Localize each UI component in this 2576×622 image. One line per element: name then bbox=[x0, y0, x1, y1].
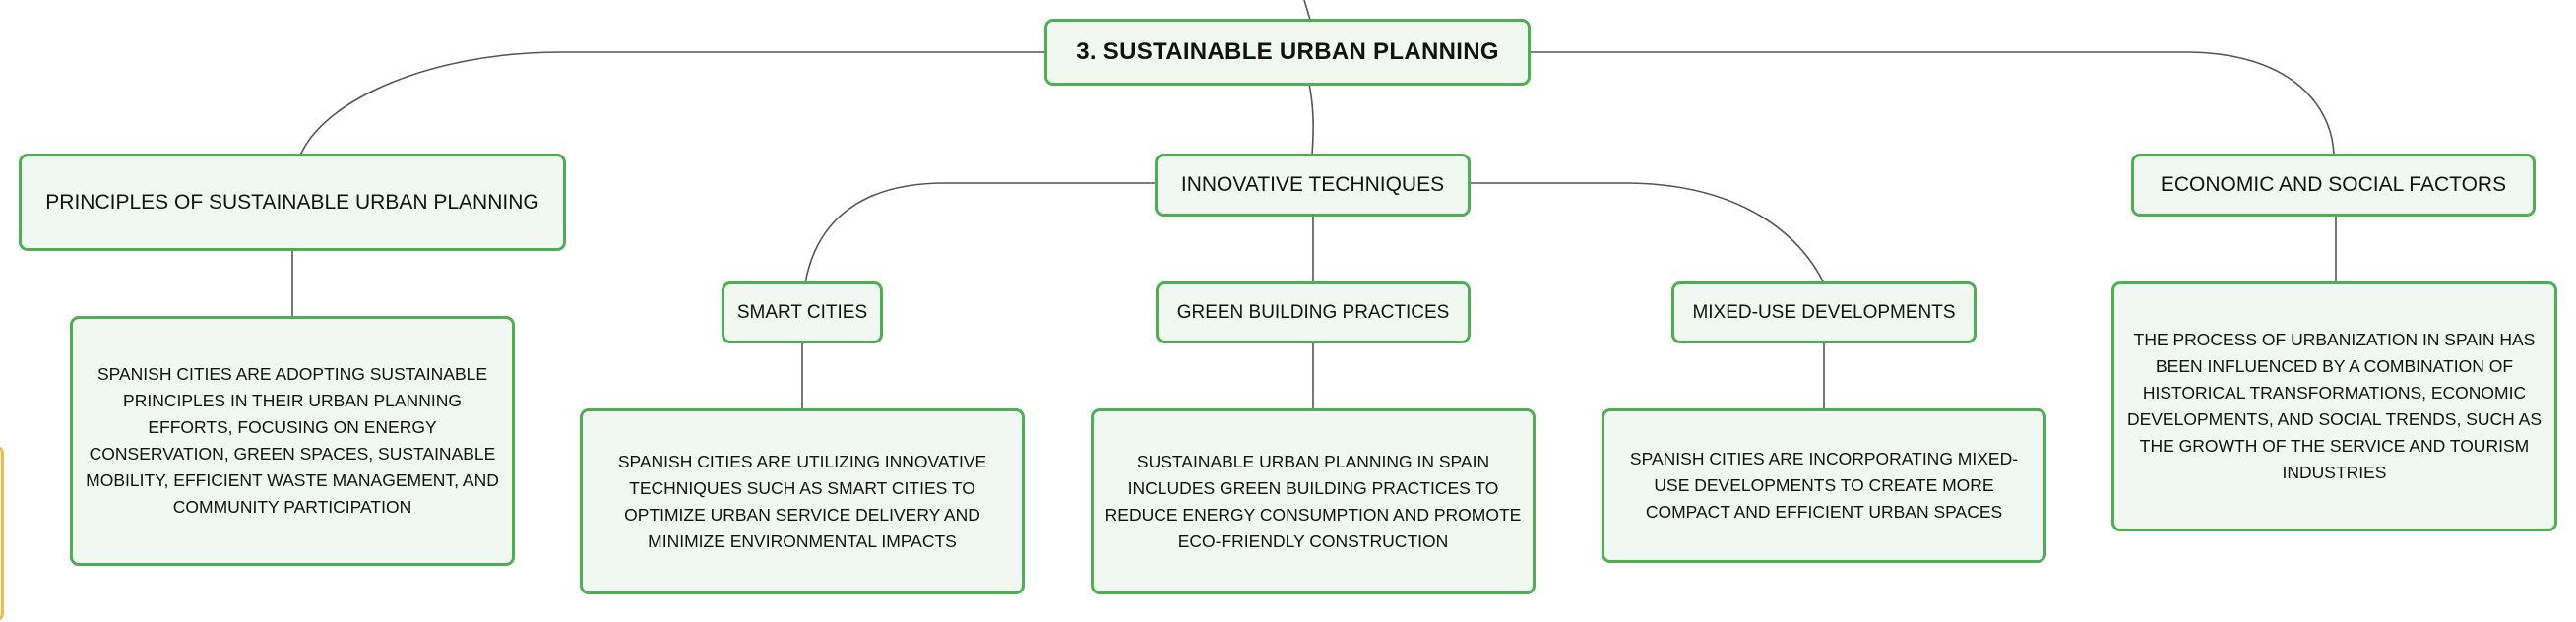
root-node[interactable]: 3. SUSTAINABLE URBAN PLANNING bbox=[1044, 19, 1531, 86]
subtopic-label: MIXED-USE DEVELOPMENTS bbox=[1692, 301, 1956, 323]
connector-root-to-economic bbox=[1529, 51, 2335, 156]
connector-innovative-to-smart bbox=[804, 182, 1157, 284]
topic-innovative-techniques[interactable]: INNOVATIVE TECHNIQUES bbox=[1155, 154, 1471, 217]
detail-text: SPANISH CITIES ARE ADOPTING SUSTAINABLE … bbox=[86, 364, 499, 517]
connector-root-to-principles bbox=[299, 51, 1046, 156]
detail-text: SPANISH CITIES ARE INCORPORATING MIXED-U… bbox=[1629, 449, 2019, 522]
connector-offscreen-to-root bbox=[1303, 0, 1311, 21]
detail-economic-social[interactable]: THE PROCESS OF URBANIZATION IN SPAIN HAS… bbox=[2111, 281, 2557, 531]
topic-label: ECONOMIC AND SOCIAL FACTORS bbox=[2160, 173, 2507, 196]
topic-principles[interactable]: PRINCIPLES OF SUSTAINABLE URBAN PLANNING bbox=[19, 154, 566, 251]
subtopic-label: SMART CITIES bbox=[736, 301, 868, 323]
topic-label: INNOVATIVE TECHNIQUES bbox=[1180, 173, 1445, 196]
detail-principles[interactable]: SPANISH CITIES ARE ADOPTING SUSTAINABLE … bbox=[70, 316, 515, 566]
detail-green-building[interactable]: SUSTAINABLE URBAN PLANNING IN SPAIN INCL… bbox=[1091, 408, 1536, 594]
detail-text: SPANISH CITIES ARE UTILIZING INNOVATIVE … bbox=[617, 451, 987, 551]
root-label: 3. SUSTAINABLE URBAN PLANNING bbox=[1076, 38, 1499, 65]
offscreen-node-edge bbox=[0, 445, 4, 622]
subtopic-smart-cities[interactable]: SMART CITIES bbox=[722, 281, 883, 343]
subtopic-label: GREEN BUILDING PRACTICES bbox=[1176, 301, 1450, 323]
detail-smart-cities[interactable]: SPANISH CITIES ARE UTILIZING INNOVATIVE … bbox=[580, 408, 1025, 594]
detail-text: THE PROCESS OF URBANIZATION IN SPAIN HAS… bbox=[2126, 330, 2543, 482]
subtopic-mixed-use[interactable]: MIXED-USE DEVELOPMENTS bbox=[1671, 281, 1977, 343]
detail-mixed-use[interactable]: SPANISH CITIES ARE INCORPORATING MIXED-U… bbox=[1602, 408, 2046, 563]
connector-innovative-to-mixed bbox=[1469, 182, 1825, 284]
detail-text: SUSTAINABLE URBAN PLANNING IN SPAIN INCL… bbox=[1104, 451, 1522, 551]
topic-economic-social[interactable]: ECONOMIC AND SOCIAL FACTORS bbox=[2131, 154, 2536, 217]
topic-label: PRINCIPLES OF SUSTAINABLE URBAN PLANNING bbox=[45, 190, 539, 214]
subtopic-green-building[interactable]: GREEN BUILDING PRACTICES bbox=[1156, 281, 1471, 343]
connector-root-to-innovative bbox=[1308, 83, 1314, 156]
